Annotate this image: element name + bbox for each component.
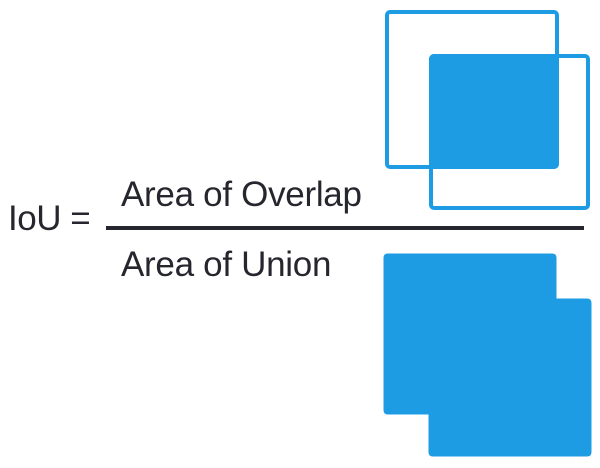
area-of-union-diagram xyxy=(375,243,600,468)
iou-formula: IoU = Area of Overlap Area of Union xyxy=(8,175,584,284)
area-of-overlap-diagram xyxy=(375,0,600,225)
union-filled-shape xyxy=(383,253,592,457)
fraction-denominator: Area of Union xyxy=(121,245,332,284)
fraction-numerator: Area of Overlap xyxy=(121,175,362,214)
fraction-bar xyxy=(106,226,584,230)
iou-label: IoU = xyxy=(8,199,91,238)
overlap-intersection-fill xyxy=(429,54,559,169)
